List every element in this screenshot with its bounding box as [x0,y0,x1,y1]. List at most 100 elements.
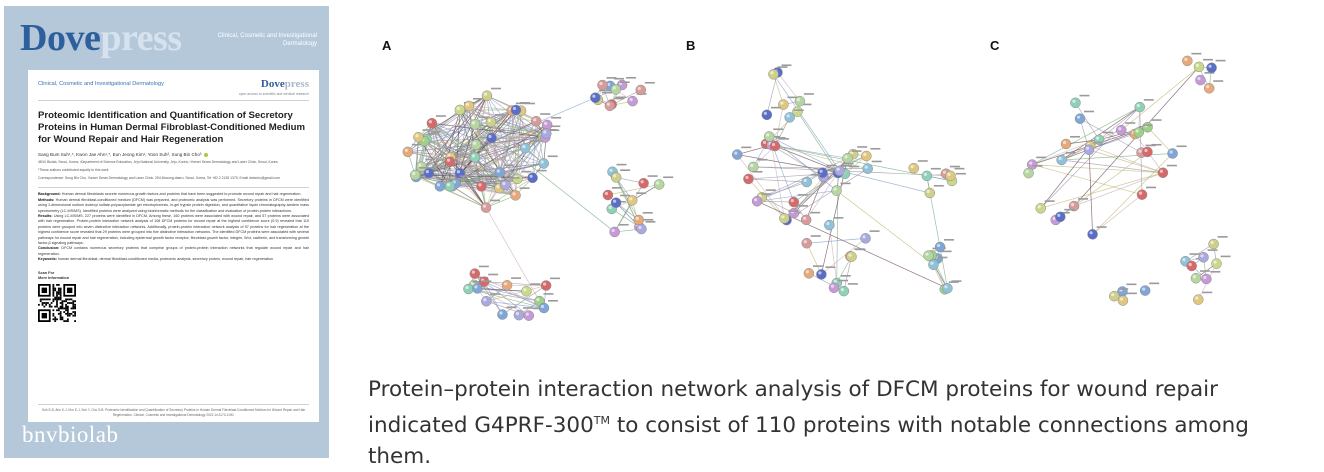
node-label-mark [1143,124,1153,126]
protein-node [471,140,481,150]
protein-node [802,238,812,248]
protein-node [511,190,521,200]
node-highlight [1072,100,1075,103]
node-highlight [613,200,616,203]
node-label-mark [856,249,866,251]
protein-node [762,110,772,120]
node-label-mark [419,167,429,169]
node-label-mark [548,155,558,157]
interaction-edge [773,74,839,170]
node-label-mark [511,277,521,279]
methods-label: Methods: [38,198,54,202]
node-highlight [1096,137,1099,140]
node-label-mark [1070,136,1080,138]
node-label-mark [520,187,530,189]
node-label-mark [766,189,776,191]
node-label-mark [1189,253,1199,255]
node-highlight [844,155,847,158]
node-label-mark [436,115,446,117]
node-label-mark [944,239,954,241]
node-label-mark [444,178,454,180]
node-highlight [911,165,914,168]
node-highlight [1196,64,1199,67]
node-highlight [497,169,500,172]
node-highlight [1195,297,1198,300]
node-highlight [656,181,659,184]
protein-node [1193,295,1203,305]
paper-tagline: open access to scientific and medical re… [239,92,309,96]
node-label-mark [614,98,624,100]
node-highlight [483,205,486,208]
node-label-mark [479,149,489,151]
node-highlight [1111,293,1114,296]
protein-node [481,203,491,213]
protein-node [1118,296,1128,306]
node-label-mark [811,235,821,237]
panel-label-b: B [686,38,695,53]
node-highlight [1029,161,1032,164]
paper-correspondence: Correspondence: Sung Bin Cho, Yonsei Ser… [38,176,309,181]
paper-journal-name: Clinical, Cosmetic and Investigational D… [38,81,164,87]
node-highlight [472,271,475,274]
protein-node [770,141,780,151]
node-label-mark [1167,165,1177,167]
protein-node [514,310,524,320]
protein-node [1191,273,1201,283]
interaction-edge [1032,165,1142,195]
node-highlight [641,180,644,183]
protein-node [752,196,762,206]
node-highlight [415,134,418,137]
node-highlight [1142,287,1145,290]
node-label-mark [1097,226,1107,228]
qr-code-icon[interactable] [38,284,76,322]
node-label-mark [741,147,751,149]
protein-node [463,284,473,294]
protein-node [611,172,621,182]
protein-node [472,283,482,293]
node-highlight [523,288,526,291]
node-label-mark [433,165,443,167]
node-label-mark [506,307,516,309]
paper-logo-press: press [285,78,309,90]
node-label-mark [496,130,506,132]
node-highlight [1210,241,1213,244]
node-highlight [488,119,491,122]
node-highlight [613,174,616,177]
paper-authors: Sang Bum Suh¹,*, Kwon Jae Ahn¹,*, Eun Je… [38,152,309,157]
node-label-mark [773,128,783,130]
node-label-mark [1033,165,1043,167]
protein-node [804,268,814,278]
interaction-edge [829,225,836,283]
protein-node [605,101,615,111]
protein-node [470,119,480,129]
node-highlight [426,170,429,173]
protein-node [603,190,613,200]
keywords-text: human dermal fibroblast, dermal fibrobla… [58,257,273,261]
caption-trademark: TM [594,414,610,427]
panel-label-c: C [990,38,1000,53]
interaction-edge [1074,173,1163,206]
node-label-mark [479,266,489,268]
node-highlight [1197,77,1200,80]
protein-node [541,281,551,291]
protein-node [1194,62,1204,72]
node-label-mark [954,168,964,170]
protein-node [636,224,646,234]
protein-node [610,227,620,237]
node-highlight [1063,141,1066,144]
node-highlight [1169,150,1172,153]
node-label-mark [757,159,767,161]
protein-node [611,198,621,208]
node-label-mark [648,175,658,177]
interaction-edge [1062,153,1173,159]
node-label-mark [1149,283,1159,285]
node-label-mark [620,169,630,171]
protein-node [1084,145,1094,155]
node-highlight [745,176,748,179]
protein-node [464,101,474,111]
protein-node [1187,261,1197,271]
protein-node [639,178,649,188]
node-label-mark [1118,288,1128,290]
node-highlight [429,120,432,123]
protein-node [824,220,834,230]
